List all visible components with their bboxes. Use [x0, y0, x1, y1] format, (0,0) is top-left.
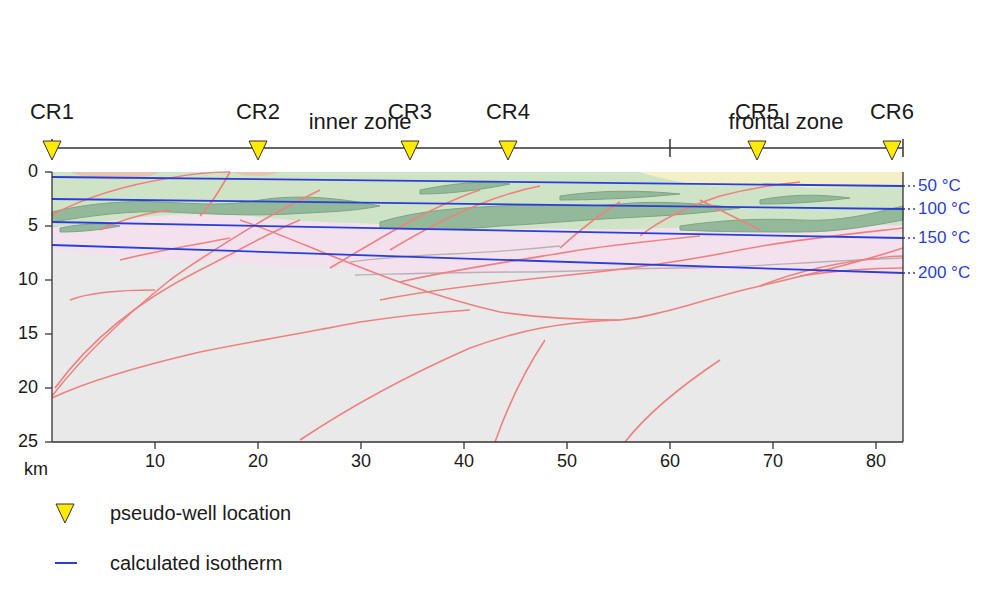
depth-tick: 15: [18, 324, 38, 344]
depth-tick: 25: [18, 432, 38, 452]
well-name: CR3: [388, 100, 432, 124]
well-name: CR2: [236, 100, 280, 124]
well-name: CR5: [735, 100, 779, 124]
isotherm-label: 150 °C: [918, 229, 970, 248]
ticks: [45, 172, 876, 449]
depth-tick: 10: [18, 270, 38, 290]
well-name: CR6: [870, 100, 914, 124]
distance-tick: 50: [557, 452, 577, 472]
distance-tick: 10: [145, 452, 165, 472]
distance-tick: 20: [248, 452, 268, 472]
well-name: CR1: [30, 100, 74, 124]
legend-text: calculated isotherm: [110, 552, 282, 574]
legend-well-sample: [56, 504, 74, 523]
isotherm-label: 100 °C: [918, 200, 970, 219]
legend-text: pseudo-well location: [110, 502, 291, 524]
well-markers: [43, 141, 901, 160]
depth-tick: 20: [18, 378, 38, 398]
distance-tick: 40: [454, 452, 474, 472]
axes: [52, 172, 903, 442]
distance-tick: 30: [351, 452, 371, 472]
isotherms: [52, 177, 903, 273]
depth-tick: 5: [28, 216, 38, 236]
well-name: CR4: [486, 100, 530, 124]
basement: [52, 172, 903, 442]
legend-isotherm-sample: [55, 562, 77, 564]
faults: [52, 172, 903, 442]
isotherm-label: 200 °C: [918, 264, 970, 283]
distance-tick: 70: [763, 452, 783, 472]
distance-tick: 80: [866, 452, 886, 472]
distance-tick: 60: [660, 452, 680, 472]
axis-unit: km: [24, 460, 48, 480]
isotherm-leaders: [903, 186, 915, 273]
depth-tick: 0: [28, 162, 38, 182]
isotherm-label: 50 °C: [918, 177, 961, 196]
zone-bracket: [52, 139, 903, 157]
